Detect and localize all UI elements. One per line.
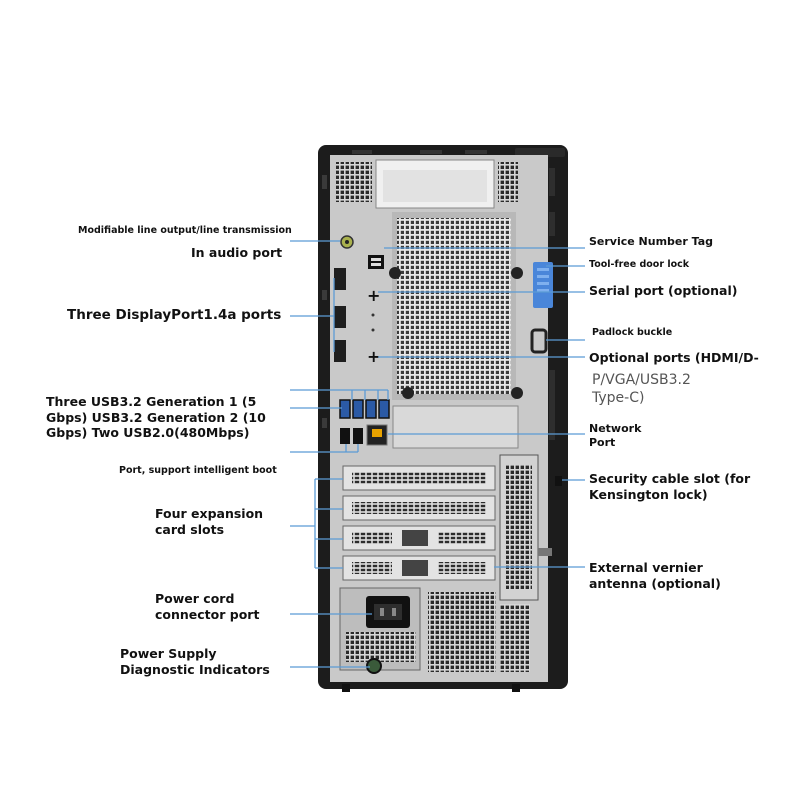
label-audio-port: In audio port: [191, 245, 283, 260]
padlock-buckle: [530, 328, 548, 354]
label-tool-free-lock: Tool-free door lock: [589, 259, 690, 270]
label-psu-diag: Power Supply Diagnostic Indicators: [120, 646, 270, 677]
usb2-port-2: [353, 428, 363, 444]
label-security-slot-line-1: Security cable slot (for: [589, 471, 751, 486]
label-optional-ports-cont: P/VGA/USB3.2 Type-C): [592, 372, 691, 407]
label-usb-line-3: Gbps) Two USB2.0(480Mbps): [46, 425, 250, 441]
label-optional-ports-cont-line-2: Type-C): [592, 389, 645, 406]
usb-port-1: [339, 399, 351, 419]
label-expansion-line-1: Four expansion: [155, 506, 264, 521]
top-handle: [515, 148, 565, 157]
label-power-cord-line-1: Power cord: [155, 591, 235, 606]
case-bottom-foot-left: [342, 684, 350, 692]
top-vent-left: [336, 162, 372, 202]
label-security-slot-line-2: Kensington lock): [589, 486, 708, 502]
svg-text:+: +: [367, 286, 380, 305]
label-network: Network Port: [589, 422, 641, 450]
label-security-slot: Security cable slot (for Kensington lock…: [589, 471, 750, 502]
label-port-boot: Port, support intelligent boot: [119, 465, 277, 476]
label-psu-diag-line-2: Diagnostic Indicators: [120, 661, 270, 677]
label-power-cord-line-2: connector port: [155, 606, 260, 622]
label-power-cord: Power cord connector port: [155, 591, 259, 622]
label-optional-ports: Optional ports (HDMI/D-: [589, 350, 759, 365]
callout-lines: [290, 240, 585, 668]
label-psu-diag-line-1: Power Supply: [120, 646, 217, 661]
case-bottom-foot-right: [512, 684, 520, 692]
usb-port-4: [378, 399, 390, 419]
security-cable-slot: [555, 476, 562, 486]
label-network-line-1: Network: [589, 422, 642, 435]
label-optional-ports-cont-line-1: P/VGA/USB3.2: [592, 372, 691, 388]
label-vernier-line-1: External vernier: [589, 560, 703, 575]
psu-diagnostic-indicator: [366, 658, 382, 674]
label-expansion-line-2: card slots: [155, 521, 225, 537]
usb-port-3: [365, 399, 377, 419]
service-tag: [368, 255, 384, 269]
label-expansion: Four expansion card slots: [155, 506, 263, 537]
svg-text:+: +: [367, 347, 380, 366]
label-padlock: Padlock buckle: [592, 327, 673, 338]
usb2-port-1: [340, 428, 350, 444]
top-vent-right: [498, 162, 518, 202]
label-network-line-2: Port: [589, 435, 616, 449]
displayport-2: [334, 306, 346, 328]
label-displayport: Three DisplayPort1.4a ports: [67, 307, 282, 323]
label-vernier-line-2: antenna (optional): [589, 575, 721, 591]
label-line-output: Modifiable line output/line transmission: [78, 225, 292, 236]
displayport-1: [334, 268, 346, 290]
label-usb: Three USB3.2 Generation 1 (5 Gbps) USB3.…: [46, 394, 266, 441]
usb-port-2: [352, 399, 364, 419]
label-service-tag: Service Number Tag: [589, 235, 714, 248]
label-usb-line-1: Three USB3.2 Generation 1 (5: [46, 394, 257, 409]
label-usb-line-2: Gbps) USB3.2 Generation 2 (10: [46, 409, 266, 425]
label-vernier: External vernier antenna (optional): [589, 560, 721, 591]
displayport-3: [334, 340, 346, 362]
label-serial-port: Serial port (optional): [589, 283, 738, 298]
